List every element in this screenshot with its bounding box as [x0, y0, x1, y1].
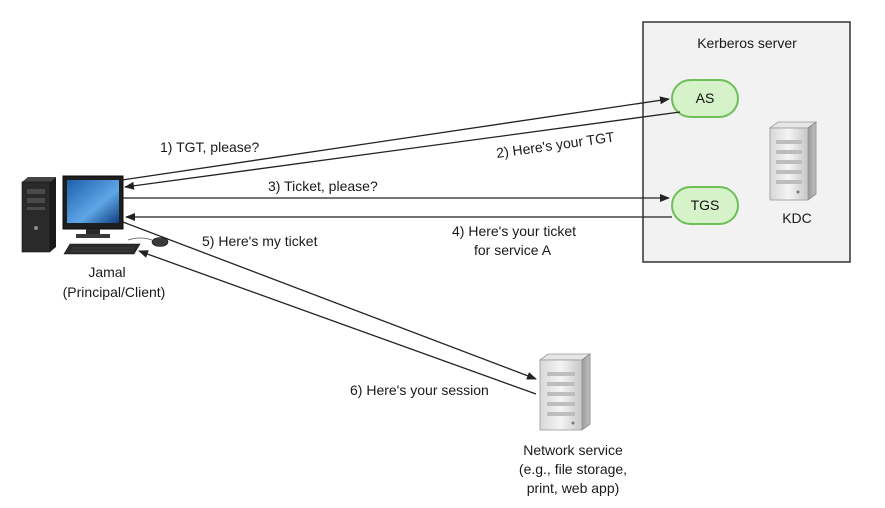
step-4-label-line1: 4) Here's your ticket [452, 223, 576, 239]
step-5-label: 5) Here's my ticket [202, 233, 318, 249]
arrow-2-tgt-response [124, 111, 681, 190]
client-name: Jamal [88, 264, 125, 280]
network-service-line1: Network service [523, 442, 623, 458]
step-4-label-line2: for service A [474, 242, 552, 258]
kerberos-server-box [642, 21, 851, 263]
step-2-label: 2) Here's your TGT [495, 128, 616, 160]
client-computer-icon [21, 175, 169, 255]
arrow-5-present-ticket [122, 221, 537, 380]
client-role: (Principal/Client) [63, 284, 166, 300]
step-3-label: 3) Ticket, please? [268, 178, 378, 194]
network-service-server-icon [538, 353, 592, 431]
tgs-label: TGS [691, 197, 720, 213]
as-node: AS [671, 79, 739, 118]
as-label: AS [696, 90, 715, 106]
kerberos-server-title: Kerberos server [697, 35, 797, 51]
arrow-6-session [138, 250, 537, 395]
network-service-line3: print, web app) [527, 480, 620, 496]
kdc-server-icon [768, 121, 818, 201]
step-6-label: 6) Here's your session [350, 382, 489, 398]
tgs-node: TGS [671, 186, 739, 225]
kdc-label: KDC [782, 210, 812, 226]
network-service-line2: (e.g., file storage, [519, 461, 627, 477]
step-1-label: 1) TGT, please? [160, 139, 260, 155]
arrow-1-tgt-request [121, 96, 670, 181]
